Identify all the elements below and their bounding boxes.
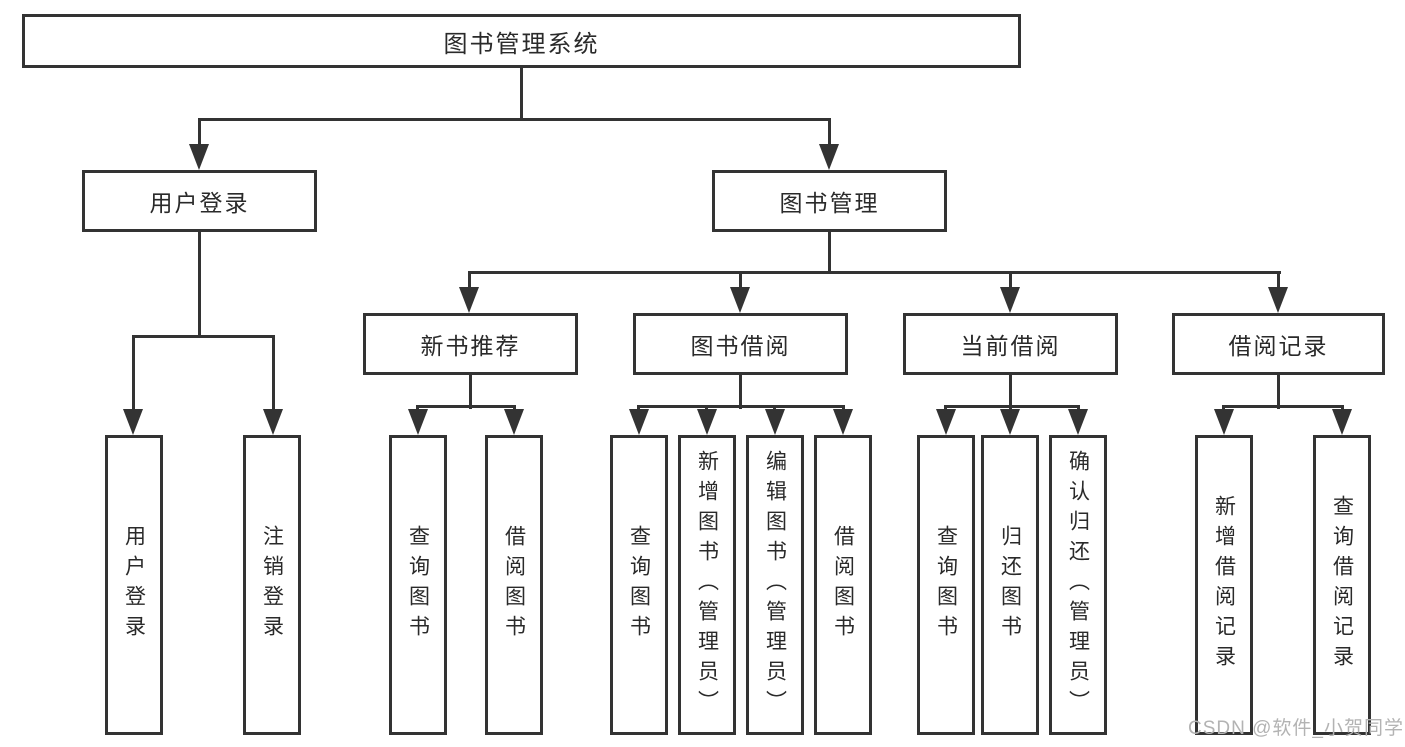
arrowhead-down-icon bbox=[123, 409, 143, 435]
arrowhead-down-icon bbox=[1000, 287, 1020, 313]
connector-line bbox=[1277, 271, 1280, 291]
connector-line bbox=[637, 405, 845, 408]
leaf-label: 查询借阅记录 bbox=[1330, 495, 1354, 675]
connector-line bbox=[1009, 271, 1012, 291]
leaf-borrow-book: 借阅图书 bbox=[814, 435, 872, 735]
arrowhead-down-icon bbox=[189, 144, 209, 170]
leaf-label: 用户登录 bbox=[122, 525, 146, 645]
node-label: 图书借阅 bbox=[690, 333, 791, 359]
arrowhead-down-icon bbox=[629, 409, 649, 435]
node-label: 图书管理 bbox=[779, 190, 880, 216]
node-label: 借阅记录 bbox=[1228, 333, 1329, 359]
connector-line bbox=[828, 232, 831, 274]
leaf-label: 查询图书 bbox=[934, 525, 958, 645]
connector-line bbox=[468, 271, 1281, 274]
connector-line bbox=[198, 232, 201, 338]
leaf-query-book-current: 查询图书 bbox=[917, 435, 975, 735]
node-current-borrow: 当前借阅 bbox=[903, 313, 1118, 375]
arrowhead-down-icon bbox=[459, 287, 479, 313]
node-library-management-system: 图书管理系统 bbox=[22, 14, 1021, 68]
leaf-label: 借阅图书 bbox=[831, 525, 855, 645]
connector-line bbox=[520, 68, 523, 121]
arrowhead-down-icon bbox=[833, 409, 853, 435]
arrowhead-down-icon bbox=[730, 287, 750, 313]
arrowhead-down-icon bbox=[1068, 409, 1088, 435]
arrowhead-down-icon bbox=[1332, 409, 1352, 435]
arrowhead-down-icon bbox=[936, 409, 956, 435]
connector-line bbox=[469, 375, 472, 409]
arrowhead-down-icon bbox=[1000, 409, 1020, 435]
node-label: 图书管理系统 bbox=[443, 30, 600, 58]
leaf-borrow-book-recommend: 借阅图书 bbox=[485, 435, 543, 735]
connector-line bbox=[416, 405, 516, 408]
arrowhead-down-icon bbox=[263, 409, 283, 435]
leaf-label: 注销登录 bbox=[260, 525, 284, 645]
node-user-login: 用户登录 bbox=[82, 170, 317, 232]
node-label: 用户登录 bbox=[149, 190, 250, 216]
csdn-watermark: CSDN @软件_小贺同学 bbox=[1188, 718, 1404, 739]
connector-line bbox=[468, 271, 471, 291]
leaf-query-book-borrow: 查询图书 bbox=[610, 435, 668, 735]
connector-line bbox=[198, 118, 201, 148]
leaf-return-book: 归还图书 bbox=[981, 435, 1039, 735]
connector-line bbox=[1222, 405, 1344, 408]
connector-line bbox=[272, 335, 275, 411]
leaf-label: 新增借阅记录 bbox=[1212, 495, 1236, 675]
arrowhead-down-icon bbox=[1214, 409, 1234, 435]
leaf-query-borrow-record: 查询借阅记录 bbox=[1313, 435, 1371, 735]
node-book-borrow: 图书借阅 bbox=[633, 313, 848, 375]
connector-line bbox=[1009, 375, 1012, 409]
arrowhead-down-icon bbox=[697, 409, 717, 435]
leaf-add-borrow-record: 新增借阅记录 bbox=[1195, 435, 1253, 735]
connector-line bbox=[739, 271, 742, 291]
arrowhead-down-icon bbox=[504, 409, 524, 435]
leaf-add-book-admin: 新增图书（管理员） bbox=[678, 435, 736, 735]
connector-line bbox=[828, 118, 831, 148]
leaf-label: 新增图书（管理员） bbox=[695, 450, 719, 720]
connector-line bbox=[739, 375, 742, 409]
node-label: 新书推荐 bbox=[420, 333, 521, 359]
leaf-confirm-return-admin: 确认归还（管理员） bbox=[1049, 435, 1107, 735]
leaf-label: 借阅图书 bbox=[502, 525, 526, 645]
arrowhead-down-icon bbox=[1268, 287, 1288, 313]
arrowhead-down-icon bbox=[819, 144, 839, 170]
leaf-edit-book-admin: 编辑图书（管理员） bbox=[746, 435, 804, 735]
leaf-label: 编辑图书（管理员） bbox=[763, 450, 787, 720]
leaf-logout: 注销登录 bbox=[243, 435, 301, 735]
arrowhead-down-icon bbox=[765, 409, 785, 435]
connector-line bbox=[198, 118, 831, 121]
leaf-user-login: 用户登录 bbox=[105, 435, 163, 735]
leaf-label: 归还图书 bbox=[998, 525, 1022, 645]
node-label: 当前借阅 bbox=[960, 333, 1061, 359]
connector-line bbox=[1277, 375, 1280, 409]
leaf-label: 查询图书 bbox=[627, 525, 651, 645]
connector-line bbox=[944, 405, 1080, 408]
node-new-book-recommend: 新书推荐 bbox=[363, 313, 578, 375]
node-book-management: 图书管理 bbox=[712, 170, 947, 232]
node-borrow-record: 借阅记录 bbox=[1172, 313, 1385, 375]
leaf-query-book-recommend: 查询图书 bbox=[389, 435, 447, 735]
leaf-label: 确认归还（管理员） bbox=[1066, 450, 1090, 720]
connector-line bbox=[132, 335, 275, 338]
arrowhead-down-icon bbox=[408, 409, 428, 435]
leaf-label: 查询图书 bbox=[406, 525, 430, 645]
connector-line bbox=[132, 335, 135, 411]
